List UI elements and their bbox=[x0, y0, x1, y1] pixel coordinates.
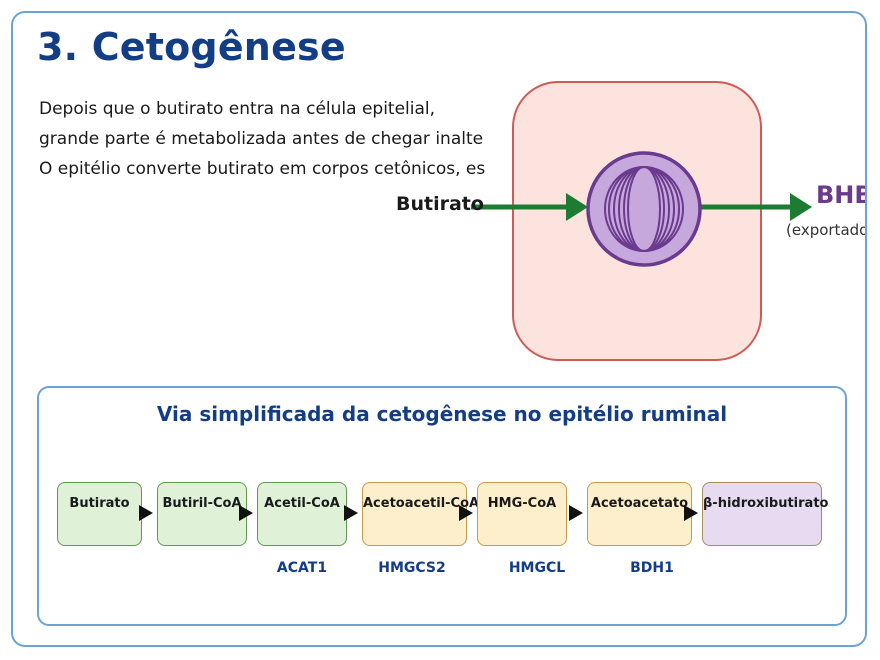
bhb-output-label: BHB bbox=[816, 181, 865, 209]
nucleus-icon bbox=[586, 151, 702, 267]
pathway-step-acetoacetil-coa: Acetoacetil-CoA bbox=[362, 482, 479, 546]
slide-title: 3. Cetogênese bbox=[37, 25, 346, 69]
pathway-title: Via simplificada da cetogênese no epitél… bbox=[156, 402, 728, 426]
intro-line: grande parte é metabolizada antes de che… bbox=[39, 129, 484, 149]
input-arrowhead bbox=[566, 193, 588, 221]
pathway-arrow-icon bbox=[239, 505, 253, 521]
pathway-step-butirato: Butirato bbox=[57, 482, 142, 546]
cell-diagram bbox=[471, 151, 812, 267]
pathway-arrow-icon bbox=[569, 505, 583, 521]
pathway-step-beta-hidroxibutirato: β-hidroxibutirato bbox=[702, 482, 828, 546]
bhb-export-note: (exportado a bbox=[786, 221, 867, 239]
enzyme-label: HMGCL bbox=[508, 560, 566, 576]
pathway-arrow-icon bbox=[684, 505, 698, 521]
enzyme-label: ACAT1 bbox=[276, 560, 328, 576]
slide-frame: 3. Cetogênese Depois que o butirato entr… bbox=[11, 11, 867, 647]
enzyme-label: BDH1 bbox=[630, 560, 674, 576]
intro-line: Depois que o butirato entra na célula ep… bbox=[39, 99, 436, 119]
pathway-step-butiril-coa: Butiril-CoA bbox=[157, 482, 247, 546]
enzyme-label: HMGCS2 bbox=[378, 560, 446, 576]
pathway-step-acetil-coa: Acetil-CoA bbox=[257, 482, 347, 546]
pathway-arrow-icon bbox=[459, 505, 473, 521]
output-arrowhead bbox=[790, 193, 812, 221]
pathway-panel: Via simplificada da cetogênese no epitél… bbox=[37, 386, 847, 626]
pathway-arrow-icon bbox=[139, 505, 153, 521]
pathway-step-hmg-coa: HMG-CoA bbox=[477, 482, 567, 546]
intro-line: O epitélio converte butirato em corpos c… bbox=[39, 159, 486, 179]
butyrate-input-label: Butirato bbox=[396, 193, 484, 215]
pathway-arrow-icon bbox=[344, 505, 358, 521]
pathway-step-acetoacetato: Acetoacetato bbox=[587, 482, 692, 546]
